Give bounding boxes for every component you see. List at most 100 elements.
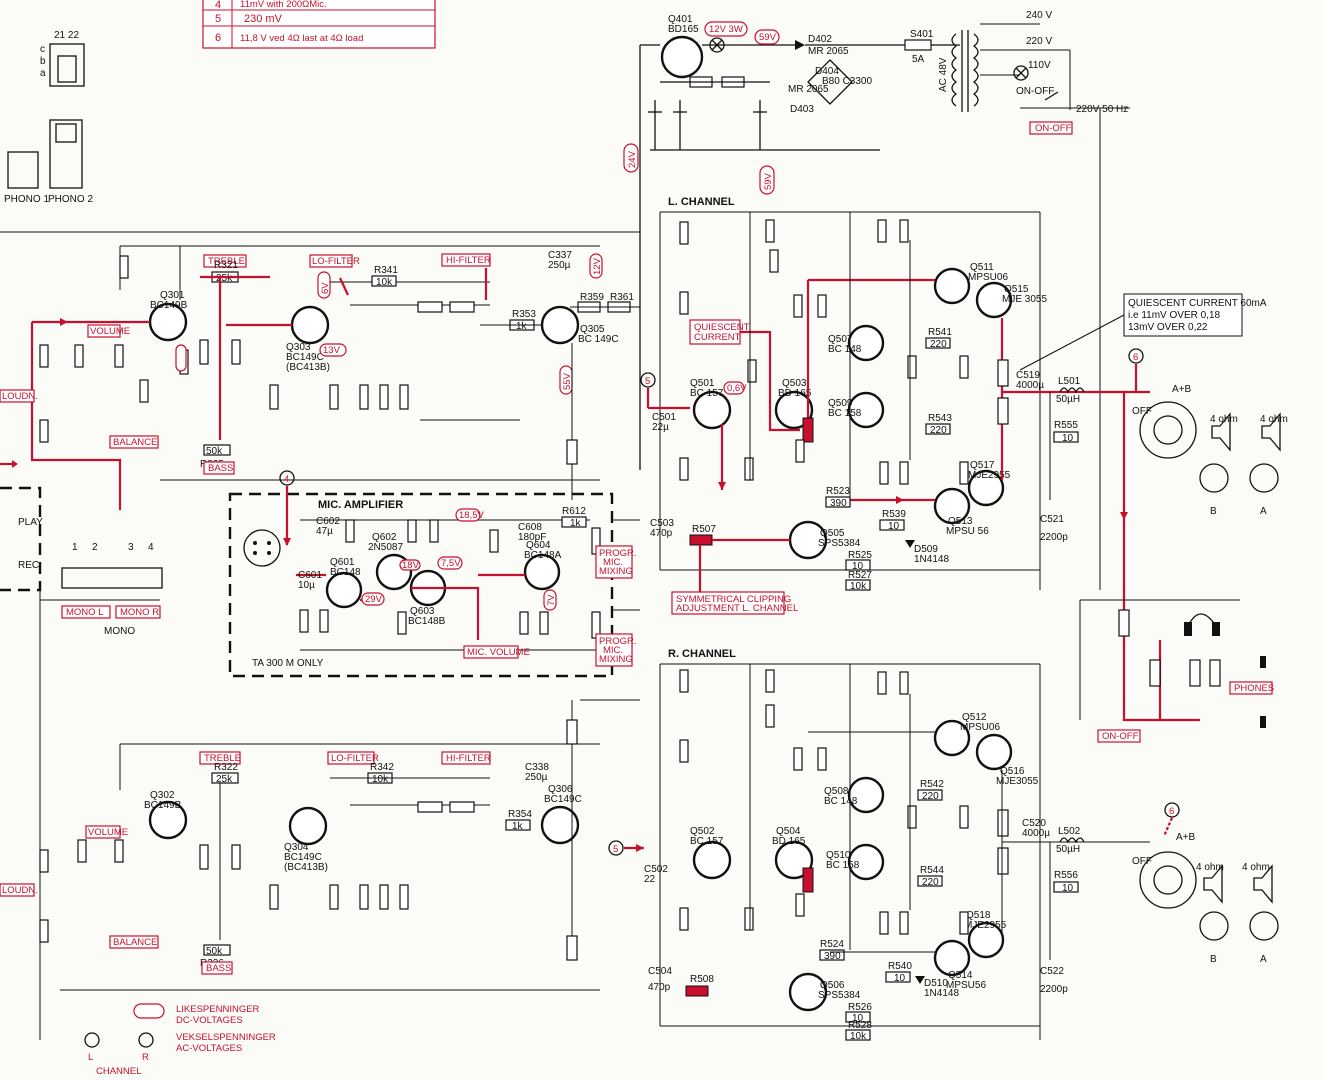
onoff-phones-label: ON-OFF — [1102, 731, 1139, 742]
power-amp-right: R. CHANNEL 5 C502 22 Q502 BC 157 Q504 BD… — [608, 648, 1041, 1042]
svg-text:MPSU 56: MPSU 56 — [946, 526, 989, 537]
svg-text:SPS5384: SPS5384 — [818, 990, 861, 1001]
svg-text:13mV OVER 0,22: 13mV OVER 0,22 — [1128, 322, 1208, 333]
svg-text:50k: 50k — [206, 446, 223, 457]
voltage-13v: 13V — [323, 345, 341, 356]
hi-filter-label: HI-FILTER — [446, 255, 491, 266]
speaker-socket-b2 — [1199, 911, 1229, 941]
volume-label: VOLUME — [90, 326, 130, 337]
svg-text:A: A — [1260, 506, 1267, 517]
voltage-7-5v: 7,5V — [441, 558, 461, 569]
svg-text:R556: R556 — [1054, 870, 1078, 881]
svg-text:OFF: OFF — [1132, 406, 1152, 417]
svg-text:R341: R341 — [374, 265, 398, 276]
svg-text:1k: 1k — [516, 321, 528, 332]
transistor-q507 — [847, 324, 885, 362]
loudness-label: LOUDN. — [2, 391, 38, 402]
phono-2-label: PHONO 2 — [48, 194, 93, 205]
svg-text:R353: R353 — [512, 309, 536, 320]
svg-text:MIXING: MIXING — [599, 566, 633, 577]
svg-text:C504: C504 — [648, 966, 672, 977]
lo-filter-label: LO-FILTER — [312, 256, 360, 267]
svg-text:10: 10 — [852, 1013, 864, 1024]
fuse-icon — [904, 39, 932, 51]
svg-text:Q508: Q508 — [824, 786, 849, 797]
mic-amplifier: MIC. AMPLIFIER TA 300 M ONLY 4 Q601 BC14… — [228, 470, 640, 678]
svg-text:CURRENT: CURRENT — [694, 332, 741, 343]
voltage-55v: 55V — [562, 372, 573, 390]
svg-text:MONO: MONO — [104, 626, 135, 637]
speaker-icon — [1203, 864, 1223, 904]
svg-text:BD 165: BD 165 — [772, 836, 806, 847]
svg-text:4 ohm: 4 ohm — [1210, 414, 1238, 425]
svg-text:BC148A: BC148A — [524, 550, 562, 561]
voltage-59v-2: 59V — [763, 172, 774, 190]
svg-text:A+B: A+B — [1172, 384, 1192, 395]
svg-text:4: 4 — [148, 542, 154, 553]
svg-text:Q507: Q507 — [828, 334, 853, 345]
svg-text:10: 10 — [888, 521, 900, 532]
svg-text:390: 390 — [824, 951, 841, 962]
svg-text:10: 10 — [1062, 433, 1074, 444]
svg-text:BC149B: BC149B — [144, 800, 182, 811]
svg-text:R542: R542 — [920, 779, 944, 790]
transistor-q515 — [975, 281, 1013, 319]
legend-dc-line2: DC-VOLTAGES — [176, 1015, 243, 1026]
voltage-24v: 24V — [627, 150, 638, 168]
svg-text:c: c — [40, 44, 45, 55]
speaker-icon — [1253, 864, 1273, 904]
svg-text:Q510: Q510 — [826, 850, 851, 861]
svg-text:S401: S401 — [910, 29, 934, 40]
phono-pins: 21 22 — [54, 30, 79, 41]
svg-text:BC 157: BC 157 — [690, 388, 724, 399]
svg-text:MPSU06: MPSU06 — [960, 722, 1000, 733]
svg-text:1N4148: 1N4148 — [914, 554, 949, 565]
svg-text:25k: 25k — [216, 273, 233, 284]
transistor-q601 — [325, 571, 363, 609]
svg-text:Q509: Q509 — [828, 398, 853, 409]
svg-text:C502: C502 — [644, 864, 668, 875]
svg-text:(BC413B): (BC413B) — [286, 362, 330, 373]
svg-text:MR 2065: MR 2065 — [808, 46, 849, 57]
svg-text:MJE2955: MJE2955 — [964, 920, 1007, 931]
svg-text:R523: R523 — [826, 486, 850, 497]
bass-label: BASS — [208, 463, 233, 474]
svg-text:MPSU06: MPSU06 — [968, 272, 1008, 283]
transistor-q514 — [933, 939, 971, 977]
legend-dc-line1: LIKESPENNINGER — [176, 1004, 260, 1015]
transistor-q516 — [975, 733, 1013, 771]
svg-text:MIC.: MIC. — [603, 557, 623, 568]
voltage-6v: 6V — [320, 282, 331, 294]
transistor-q508 — [847, 776, 885, 814]
bass-label-2: BASS — [206, 963, 231, 974]
svg-text:Q517: Q517 — [970, 460, 995, 471]
treble-label: TREBLE — [208, 256, 245, 267]
transistor-q512 — [933, 719, 971, 757]
transistor-q305 — [540, 305, 580, 345]
svg-text:C601: C601 — [298, 570, 322, 581]
svg-text:220: 220 — [922, 877, 939, 888]
transistor-q302 — [148, 800, 188, 840]
svg-text:L501: L501 — [1058, 376, 1081, 387]
speaker-selector-switch-2 — [1139, 851, 1197, 909]
mic-volume-label: MIC. VOLUME — [467, 647, 530, 658]
tape-switch-box: PLAY REC. — [0, 460, 43, 592]
voltage-220v: 220 V — [1026, 36, 1052, 47]
svg-text:BC149B: BC149B — [150, 300, 188, 311]
svg-text:BC149C: BC149C — [284, 852, 322, 863]
output-left: C519 4000µ L501 50µH R555 10 C521 2200p … — [1002, 293, 1288, 543]
svg-text:i.e 11mV OVER 0,18: i.e 11mV OVER 0,18 — [1128, 310, 1221, 321]
marker-5b: 5 — [613, 844, 618, 855]
svg-text:D510: D510 — [924, 978, 948, 989]
svg-text:MPSU56: MPSU56 — [946, 980, 986, 991]
svg-text:22µ: 22µ — [652, 422, 669, 433]
svg-text:1k: 1k — [570, 518, 582, 529]
svg-text:Q516: Q516 — [1000, 766, 1025, 777]
svg-text:R543: R543 — [928, 413, 952, 424]
svg-text:Q603: Q603 — [410, 606, 435, 617]
svg-text:Q602: Q602 — [372, 532, 397, 543]
svg-text:220: 220 — [930, 425, 947, 436]
preamp-left: Q301 BC149B VOLUME BALANCE LOUDN. TREBLE… — [0, 231, 640, 510]
svg-text:R507: R507 — [692, 524, 716, 535]
mains-label: 220V 50 Hz — [1076, 104, 1128, 115]
